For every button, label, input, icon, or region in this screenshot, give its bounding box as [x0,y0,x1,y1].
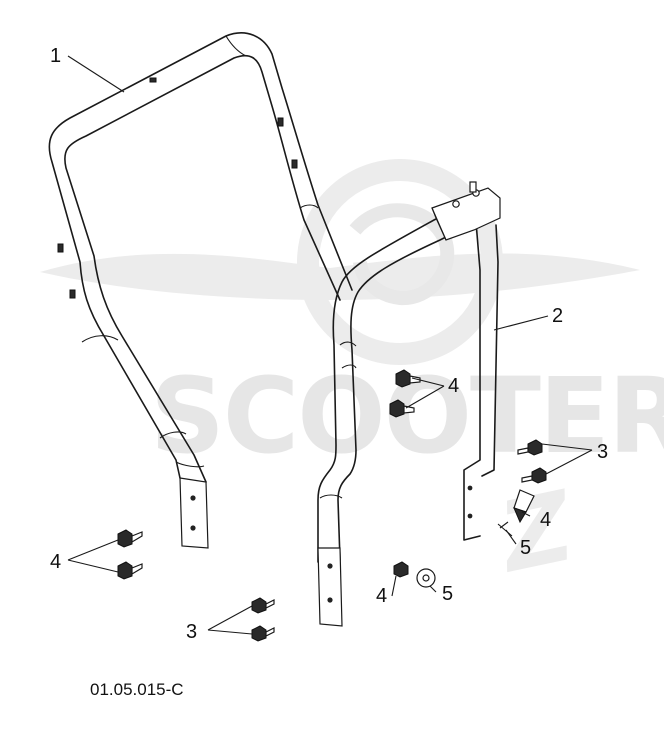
tube-frame-part-2 [317,181,501,627]
figure-reference: 01.05.015-C [90,680,184,699]
tube-frame-part-1 [48,32,353,549]
callout-3-right: 3 [597,441,608,463]
callout-4-right: 4 [540,509,551,531]
bolt-group-bottom [251,597,275,642]
callout-4-bottom: 4 [376,585,387,607]
callout-1: 1 [50,45,61,67]
callout-3-bottom: 3 [186,621,197,643]
nut-and-washer [393,561,436,588]
callout-5-right: 5 [520,537,531,559]
leader-lines [67,55,593,635]
watermark-z-glyph: Z [488,470,585,595]
bolt-and-pin-right [497,489,535,537]
watermark-logo: SCOOTER Z [40,159,664,595]
callout-4-center: 4 [448,375,459,397]
bolt-group-lower-left [117,529,143,580]
callout-5-bottom: 5 [442,583,453,605]
callout-4-left: 4 [50,551,61,573]
bolt-group-right [517,439,547,484]
callout-2: 2 [552,305,563,327]
